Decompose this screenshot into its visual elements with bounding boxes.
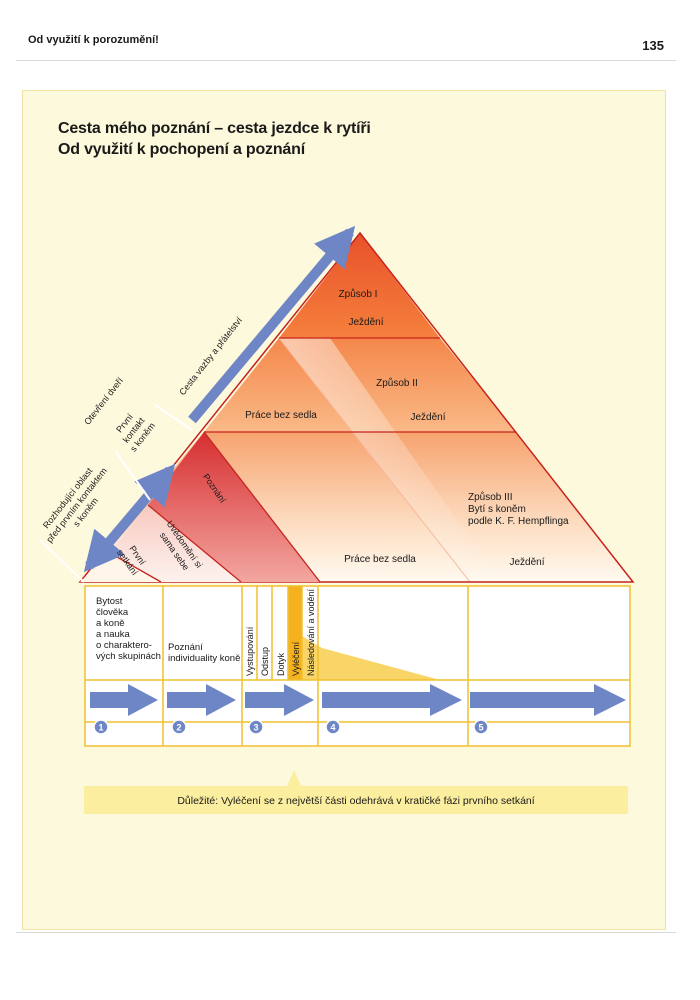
healing-wedge [288,586,440,680]
header-rule [16,60,676,61]
phase-4-arrow [322,684,462,716]
pyramid-levels [78,231,635,583]
step-following-leading: Následování a vodění [306,588,316,676]
step-appearance: Vystupování [245,626,255,676]
phase-2-line-1: Poznání [168,642,203,653]
phase-1-arrow [90,684,158,716]
level-3-bareback: Práce bez sedla [344,554,416,565]
level-1-name: Způsob I [339,288,378,300]
phase-2-badge [171,719,187,735]
footer-rule [16,932,676,933]
pyramid-outline [78,231,635,583]
level-3-riding: Ježdění [509,557,544,568]
phase-1-line-6: vých skupinách [96,651,161,662]
note-text: Důležité: Vyléčení se z největší části o… [177,795,534,807]
healing-column [288,586,302,680]
diagram-subtitle: Od využití k pochopení a poznání [58,141,305,158]
phase-table-frame [84,585,631,747]
phase-table: Bytost člověka a koně a nauka o charakte… [84,585,631,747]
bareback-diagonal-strip [279,338,500,582]
phase-4-number: 4 [330,723,335,733]
level-1-band [279,233,440,338]
diagram-title: Cesta mého poznání – cesta jezdce k rytí… [58,120,371,137]
step-touch: Dotyk [276,652,286,676]
phase-1-line-2: člověka [96,607,129,618]
phase-2-arrow [167,684,236,716]
level-3-hempfling: podle K. F. Hempflinga [468,516,569,527]
diagonal-divider [278,337,471,583]
level-2-bareback: Práce bez sedla [245,410,317,421]
double-arrow [83,463,176,573]
step-healing: Vyléčení [291,641,301,676]
level-3-being: Bytí s koněm [468,504,526,515]
phase-5-arrow [470,684,626,716]
open-doors-label: Otevření dveří [82,375,125,426]
step-distance: Odstup [260,647,270,676]
note-box [84,786,628,814]
running-head: Od využití k porozumění! [28,34,159,46]
level-1-riding: Ježdění [348,317,383,328]
inner-right-edge [203,431,321,583]
phase-1-line-1: Bytost [96,596,123,607]
phase-1-number: 1 [98,723,103,733]
note-pointer [287,770,301,786]
phase-3-arrow [245,684,314,716]
phase-4-badge [325,719,341,735]
guide-line-1 [39,539,85,583]
phase-1-line-5: o charaktero- [96,640,152,651]
important-note: Důležité: Vyléčení se z největší části o… [84,770,628,814]
page-number: 135 [642,38,664,53]
guide-line-2 [115,451,151,501]
phase-1-badge [93,719,109,735]
phase-3-badge [248,719,264,735]
long-arrow [188,225,356,424]
phase-5-number: 5 [478,723,483,733]
phase-2-number: 2 [176,723,181,733]
level-2-riding: Ježdění [410,412,445,423]
level-3-name: Způsob III [468,491,512,503]
level-2-name: Způsob II [376,377,418,389]
phase-badges: 1 2 3 4 5 [93,719,489,735]
phase-1-line-3: a koně [96,618,125,629]
phase-1-line-4: a nauka [96,629,131,640]
phase-5-badge [473,719,489,735]
guide-line-3 [154,404,193,431]
phase-2-line-2: individuality koně [168,653,240,664]
knowledge-section [148,432,320,582]
left-diagonals [39,225,356,583]
bond-path-label: Cesta vazby a přátelství [177,315,244,397]
phase-3-number: 3 [253,723,258,733]
